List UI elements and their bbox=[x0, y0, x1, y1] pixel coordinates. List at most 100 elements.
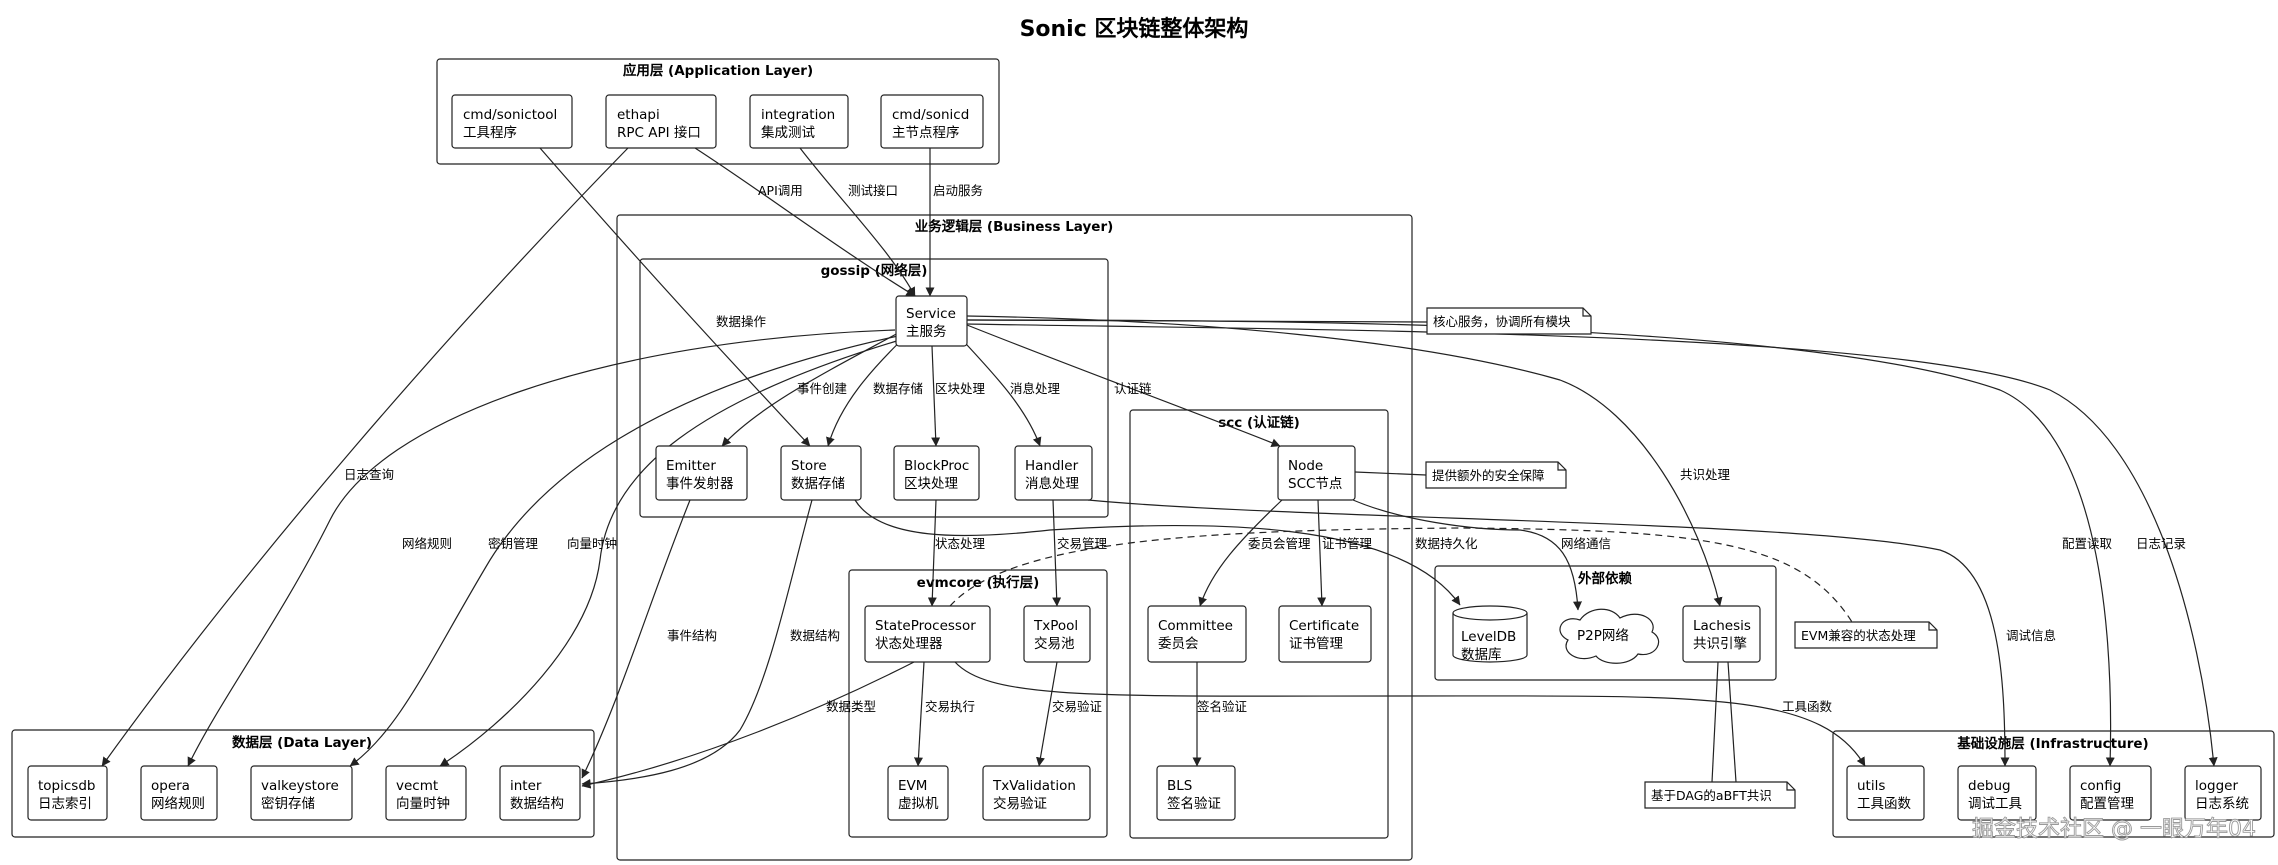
node-debug[interactable]: debug 调试工具 bbox=[1957, 765, 2037, 821]
node-certificate[interactable]: Certificate 证书管理 bbox=[1278, 605, 1372, 663]
svg-text:valkeystore: valkeystore bbox=[261, 778, 339, 794]
node-config[interactable]: config 配置管理 bbox=[2069, 765, 2152, 821]
svg-text:证书管理: 证书管理 bbox=[1289, 636, 1343, 652]
node-opera[interactable]: opera 网络规则 bbox=[140, 765, 218, 821]
group-title-infra: 基础设施层 (Infrastructure) bbox=[1957, 735, 2148, 752]
svg-text:BLS: BLS bbox=[1167, 778, 1192, 794]
node-stateprocessor[interactable]: StateProcessor 状态处理器 bbox=[864, 605, 991, 663]
svg-text:TxPool: TxPool bbox=[1033, 618, 1078, 634]
edge-node-committee bbox=[1198, 499, 1283, 607]
edge-node-certificate bbox=[1317, 499, 1327, 607]
edge-service-emitter bbox=[721, 331, 901, 447]
node-bls[interactable]: BLS 签名验证 bbox=[1156, 765, 1236, 821]
svg-text:签名验证: 签名验证 bbox=[1167, 795, 1221, 812]
node-scc-node[interactable]: Node SCC节点 bbox=[1277, 445, 1356, 501]
node-committee[interactable]: Committee 委员会 bbox=[1147, 605, 1247, 663]
node-handler[interactable]: Handler 消息处理 bbox=[1014, 445, 1093, 501]
svg-text:LevelDB: LevelDB bbox=[1461, 629, 1516, 645]
node-inter[interactable]: inter 数据结构 bbox=[499, 765, 581, 821]
node-vecmt[interactable]: vecmt 向量时钟 bbox=[385, 765, 467, 821]
edge-store-inter bbox=[581, 499, 813, 788]
svg-text:主节点程序: 主节点程序 bbox=[892, 125, 960, 141]
edge-handler-debug bbox=[1087, 499, 2010, 767]
svg-text:EVM: EVM bbox=[898, 778, 927, 794]
label-debug-info: 调试信息 bbox=[2006, 628, 2056, 643]
svg-text:网络规则: 网络规则 bbox=[151, 796, 205, 812]
svg-text:工具函数: 工具函数 bbox=[1857, 796, 1911, 812]
svg-text:Handler: Handler bbox=[1025, 458, 1079, 474]
svg-text:Lachesis: Lachesis bbox=[1693, 618, 1751, 634]
edge-emitter-inter bbox=[581, 499, 691, 779]
node-lachesis[interactable]: Lachesis 共识引擎 bbox=[1682, 605, 1761, 663]
label-msg-proc: 消息处理 bbox=[1010, 381, 1061, 396]
svg-text:消息处理: 消息处理 bbox=[1025, 475, 1079, 492]
node-sonictool[interactable]: cmd/sonictool 工具程序 bbox=[451, 94, 573, 149]
node-store[interactable]: Store 数据存储 bbox=[780, 445, 862, 501]
edge-node-p2p bbox=[1352, 499, 1582, 611]
node-logger[interactable]: logger 日志系统 bbox=[2184, 765, 2262, 821]
node-blockproc[interactable]: BlockProc 区块处理 bbox=[893, 445, 980, 501]
edge-service-vecmt bbox=[439, 339, 901, 767]
svg-text:提供额外的安全保障: 提供额外的安全保障 bbox=[1432, 468, 1545, 483]
node-emitter[interactable]: Emitter 事件发射器 bbox=[655, 445, 748, 501]
svg-text:StateProcessor: StateProcessor bbox=[875, 618, 976, 634]
svg-text:EVM兼容的状态处理: EVM兼容的状态处理 bbox=[1801, 628, 1916, 643]
label-tool-func: 工具函数 bbox=[1782, 699, 1833, 714]
node-txpool[interactable]: TxPool 交易池 bbox=[1023, 605, 1091, 663]
node-evm[interactable]: EVM 虚拟机 bbox=[887, 765, 949, 821]
edge-stateprocessor-evm bbox=[913, 661, 925, 767]
label-auth-chain: 认证链 bbox=[1114, 381, 1152, 396]
edges bbox=[101, 147, 2218, 789]
label-data-store: 数据存储 bbox=[873, 381, 923, 396]
edge-sonictool-store bbox=[539, 147, 811, 447]
label-block-proc: 区块处理 bbox=[935, 381, 986, 396]
edge-service-lachesis bbox=[966, 315, 1723, 607]
node-topicsdb[interactable]: topicsdb 日志索引 bbox=[27, 765, 108, 821]
svg-text:logger: logger bbox=[2195, 778, 2238, 794]
svg-text:opera: opera bbox=[151, 778, 190, 794]
svg-text:交易池: 交易池 bbox=[1034, 635, 1075, 652]
node-ethapi[interactable]: ethapi RPC API 接口 bbox=[605, 94, 717, 149]
label-event-create: 事件创建 bbox=[797, 381, 848, 396]
node-utils[interactable]: utils 工具函数 bbox=[1846, 765, 1925, 821]
diagram-title: Sonic 区块链整体架构 bbox=[1020, 16, 1249, 42]
node-leveldb[interactable]: LevelDB 数据库 bbox=[1452, 605, 1528, 663]
node-p2p-cloud[interactable]: P2P网络 bbox=[1559, 608, 1660, 664]
svg-text:数据结构: 数据结构 bbox=[510, 796, 564, 812]
svg-text:集成测试: 集成测试 bbox=[761, 125, 815, 141]
label-net-rules: 网络规则 bbox=[402, 536, 452, 551]
node-sonicd[interactable]: cmd/sonicd 主节点程序 bbox=[880, 94, 984, 149]
group-scc: scc (认证链) bbox=[1129, 409, 1389, 839]
svg-text:区块处理: 区块处理 bbox=[904, 476, 958, 492]
group-title-gossip: gossip (网络层) bbox=[821, 262, 928, 279]
label-api-call: API调用 bbox=[758, 183, 803, 198]
label-tx-exec: 交易执行 bbox=[925, 699, 975, 714]
group-title-application: 应用层 (Application Layer) bbox=[623, 62, 813, 79]
label-cert-mgmt: 证书管理 bbox=[1322, 536, 1373, 551]
svg-text:事件发射器: 事件发射器 bbox=[666, 476, 734, 492]
edge-labels: API调用 测试接口 启动服务 数据操作 日志查询 事件创建 数据存储 区块处理… bbox=[344, 183, 2186, 714]
svg-text:数据库: 数据库 bbox=[1461, 647, 1502, 663]
node-service[interactable]: Service 主服务 bbox=[895, 295, 968, 347]
svg-text:cmd/sonictool: cmd/sonictool bbox=[463, 107, 557, 123]
svg-text:向量时钟: 向量时钟 bbox=[396, 795, 450, 812]
svg-text:debug: debug bbox=[1968, 778, 2011, 794]
svg-text:日志系统: 日志系统 bbox=[2195, 796, 2249, 812]
svg-text:ethapi: ethapi bbox=[617, 107, 660, 123]
svg-text:共识引擎: 共识引擎 bbox=[1693, 636, 1747, 652]
svg-text:主服务: 主服务 bbox=[906, 324, 947, 340]
svg-text:vecmt: vecmt bbox=[396, 778, 438, 794]
node-txvalidation[interactable]: TxValidation 交易验证 bbox=[982, 765, 1091, 821]
label-committee-mgmt: 委员会管理 bbox=[1248, 536, 1311, 551]
node-integration[interactable]: integration 集成测试 bbox=[749, 94, 849, 149]
svg-text:Node: Node bbox=[1288, 458, 1323, 474]
edge-handler-txpool bbox=[1052, 499, 1062, 607]
nodes: cmd/sonictool 工具程序 ethapi RPC API 接口 int… bbox=[27, 94, 2262, 821]
node-valkeystore[interactable]: valkeystore 密钥存储 bbox=[250, 765, 353, 821]
svg-text:数据存储: 数据存储 bbox=[791, 476, 845, 492]
svg-text:委员会: 委员会 bbox=[1158, 636, 1199, 652]
group-title-business: 业务逻辑层 (Business Layer) bbox=[915, 218, 1114, 235]
note-evm-compat: EVM兼容的状态处理 bbox=[949, 527, 1938, 649]
group-title-evmcore: evmcore (执行层) bbox=[917, 574, 1040, 591]
